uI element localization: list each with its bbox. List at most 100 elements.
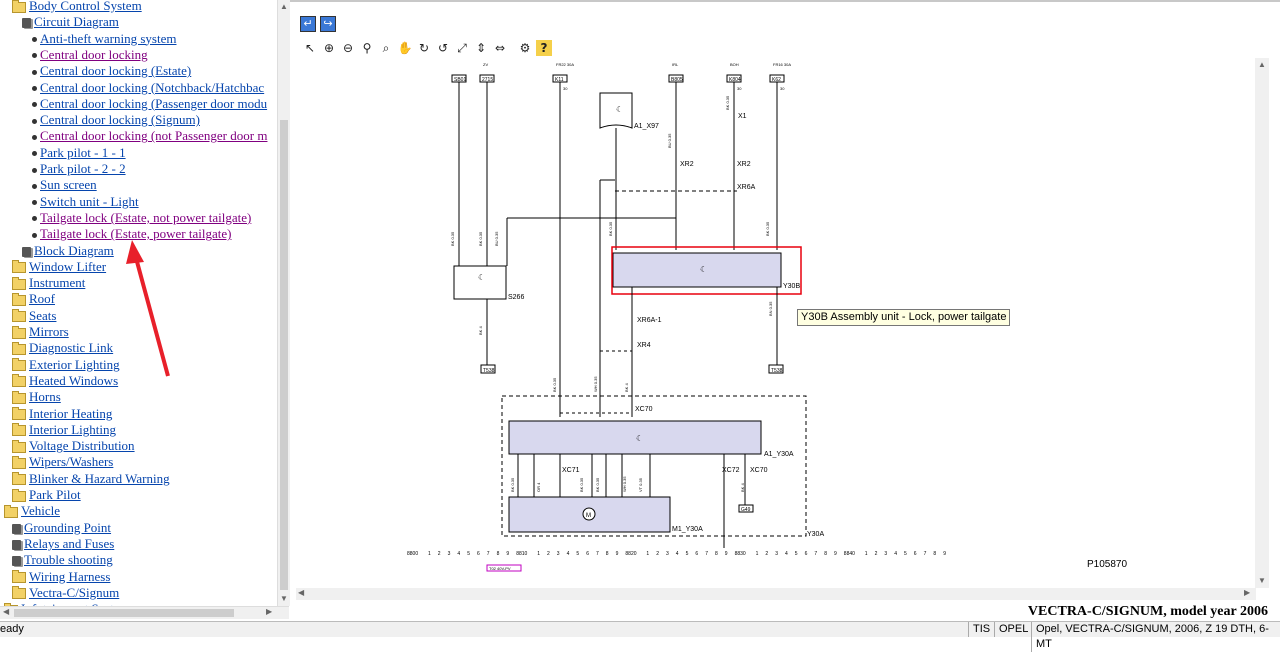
tree-item-link[interactable]: Diagnostic Link [29,340,114,356]
tree-item-link[interactable]: Park pilot - 1 - 1 [40,144,126,160]
tree-item[interactable]: Interior Lighting [12,422,116,438]
tree-item[interactable]: Central door locking (not Passenger door… [32,128,267,144]
tree-vertical-scrollbar[interactable]: ▲ ▼ [277,0,290,606]
tree-item-link[interactable]: Central door locking (Notchback/Hatchbac [40,79,265,95]
fit-height-icon[interactable]: ⇕ [475,41,487,55]
scroll-right-icon[interactable]: ▶ [1244,588,1251,597]
zoom-out-icon[interactable]: ⊖ [342,41,354,55]
diagram-vertical-scrollbar[interactable]: ▲ ▼ [1255,58,1269,588]
diagram-horizontal-scrollbar[interactable]: ◀ ▶ [296,588,1256,600]
tree-item-link[interactable]: Trouble shooting [24,552,113,568]
tree-item-link[interactable]: Block Diagram [34,242,114,258]
tree-item[interactable]: Central door locking (Notchback/Hatchbac [32,80,264,96]
fit-width-icon[interactable]: ⇔ [494,41,506,55]
tree-item-link[interactable]: Interior Heating [29,405,113,421]
tree-item[interactable]: Interior Heating [12,406,112,422]
tree-item-link[interactable]: Roof [29,291,55,307]
tree-item[interactable]: Central door locking [32,47,148,63]
scroll-up-icon[interactable]: ▲ [280,2,288,11]
tree-item-link[interactable]: Anti-theft warning system [40,30,177,46]
tree-item-link[interactable]: Body Control System [29,0,142,13]
scroll-right-icon[interactable]: ▶ [266,607,273,616]
tree-item[interactable]: Seats [12,308,56,324]
tree-item[interactable]: Park pilot - 2 - 2 [32,161,126,177]
tree-item-link[interactable]: Seats [29,307,57,323]
signal-flow-icon[interactable]: ⚙ [519,41,531,55]
tree-item[interactable]: Trouble shooting [12,552,113,568]
tree-item-link[interactable]: Wipers/Washers [29,454,114,470]
tree-item-link[interactable]: Heated Windows [29,372,119,388]
tree-item-link[interactable]: Grounding Point [24,519,112,535]
scroll-left-icon[interactable]: ◀ [298,588,305,597]
forward-button[interactable]: ↪ [320,16,336,32]
tree-item[interactable]: Circuit Diagram [22,14,119,30]
tree-item[interactable]: Tailgate lock (Estate, not power tailgat… [32,210,251,226]
tree-item-link[interactable]: Sun screen [40,177,97,193]
tree-item-link[interactable]: Interior Lighting [29,421,117,437]
scroll-down-icon[interactable]: ▼ [1258,576,1266,585]
tree-item-link[interactable]: Switch unit - Light [40,193,139,209]
tree-item[interactable]: Diagnostic Link [12,340,113,356]
tree-item[interactable]: Roof [12,291,55,307]
tree-item[interactable]: Wipers/Washers [12,454,113,470]
tree-item[interactable]: Window Lifter [12,259,106,275]
tree-item[interactable]: Park pilot - 1 - 1 [32,145,126,161]
tree-item-link[interactable]: Vectra-C/Signum [29,584,120,600]
rotate-ccw-icon[interactable]: ↺ [437,41,449,55]
tree-item-link[interactable]: Relays and Fuses [24,535,115,551]
tree-item-link[interactable]: Tailgate lock (Estate, power tailgate) [40,226,232,242]
zoom-in-icon[interactable]: ⊕ [323,41,335,55]
tree-item[interactable]: Central door locking (Passenger door mod… [32,96,267,112]
tree-item-link[interactable]: Park pilot - 2 - 2 [40,161,126,176]
tree-item-link[interactable]: Instrument [29,275,86,291]
tree-item-link[interactable]: Central door locking (Signum) [40,112,200,128]
tree-item-link[interactable]: Wiring Harness [29,568,111,584]
tree-item-link[interactable]: Infotainment System [21,601,130,606]
tree-item[interactable]: Horns [12,389,61,405]
tree-item-link[interactable]: Mirrors [29,324,69,339]
scroll-down-icon[interactable]: ▼ [280,594,288,603]
tree-item-link[interactable]: Park Pilot [29,487,81,502]
tree-item[interactable]: Vehicle [4,503,60,519]
tree-item[interactable]: Voltage Distribution [12,438,135,454]
tree-item-link[interactable]: Central door locking (Passenger door mod… [40,95,268,111]
pan-hand-icon[interactable]: ✋ [397,41,413,55]
tree-horizontal-scrollbar[interactable]: ◀ ▶ [0,606,289,619]
scrollbar-thumb[interactable] [14,609,234,617]
zoom-window-icon[interactable]: ⌕ [382,41,390,55]
tree-item-link[interactable]: Horns [29,389,61,405]
tree-item-link[interactable]: Circuit Diagram [34,14,119,30]
tree-item-link[interactable]: Window Lifter [29,258,107,274]
tree-item[interactable]: Wiring Harness [12,569,110,585]
tree-item[interactable]: Central door locking (Signum) [32,112,200,128]
tree-item[interactable]: Mirrors [12,324,69,340]
tree-item[interactable]: Switch unit - Light [32,194,139,210]
select-arrow-icon[interactable]: ↖ [304,41,316,55]
tree-item[interactable]: Vectra-C/Signum [12,585,119,601]
tree-item[interactable]: Grounding Point [12,520,111,536]
tree-item[interactable]: Block Diagram [22,243,114,259]
tree-item[interactable]: Exterior Lighting [12,357,120,373]
tree-item-link[interactable]: Blinker & Hazard Warning [29,470,170,486]
tree-item[interactable]: Sun screen [32,177,97,193]
tree-item[interactable]: Body Control System [12,0,142,14]
zoom-area-icon[interactable]: ⚲ [362,41,372,55]
tree-item-link[interactable]: Central door locking [40,46,148,62]
scrollbar-thumb[interactable] [280,120,288,590]
rotate-cw-icon[interactable]: ↻ [418,41,430,55]
tree-item[interactable]: Anti-theft warning system [32,31,176,47]
tree-item-link[interactable]: Central door locking (Estate) [40,63,192,79]
tree-item-link[interactable]: Vehicle [21,503,60,519]
tree-item[interactable]: Tailgate lock (Estate, power tailgate) [32,226,231,242]
scroll-left-icon[interactable]: ◀ [3,607,10,616]
fit-page-icon[interactable]: ⤢ [457,41,467,55]
back-button[interactable]: ↵ [300,16,316,32]
tree-item[interactable]: Blinker & Hazard Warning [12,471,170,487]
scroll-up-icon[interactable]: ▲ [1258,60,1266,69]
tree-item-link[interactable]: Voltage Distribution [29,438,135,454]
tree-item[interactable]: Infotainment System [4,601,130,606]
tree-item[interactable]: Instrument [12,275,85,291]
tree-item-link[interactable]: Exterior Lighting [29,356,120,372]
help-icon[interactable]: ? [536,40,552,56]
tree-item-link[interactable]: Central door locking (not Passenger door… [40,128,268,144]
